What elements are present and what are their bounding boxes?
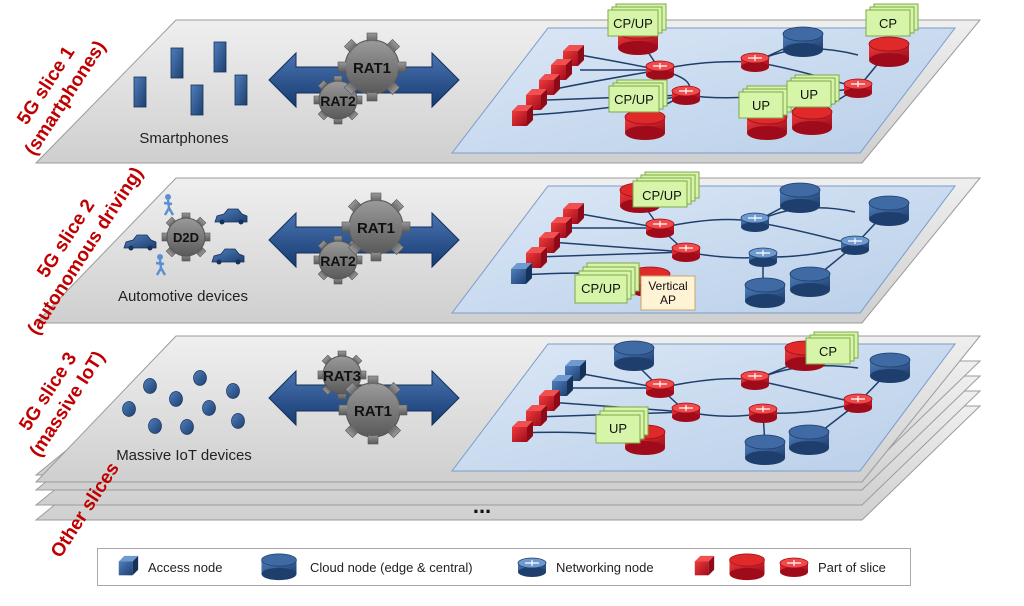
smartphone-icon [190, 84, 204, 116]
networking-node-icon [671, 85, 701, 106]
slice-1-up-box-1: UP [738, 85, 792, 119]
networking-node-icon [843, 393, 873, 414]
d2d-label: D2D [173, 230, 199, 245]
svg-text:CP: CP [819, 344, 837, 359]
svg-text:UP: UP [800, 87, 818, 102]
networking-node-icon [748, 247, 778, 268]
access-node-icon [512, 105, 533, 126]
cloud-node-icon [869, 352, 911, 384]
slice-1-cp-box: CP [865, 3, 919, 37]
smartphone-icon [213, 41, 227, 73]
cloud-node-icon [788, 424, 830, 456]
legend-part-of-slice: Part of slice [692, 549, 886, 585]
access-node-icon [512, 421, 533, 442]
slice-2-cpup-box-top: CP/UP [632, 171, 700, 208]
slice-1-up-box-2: UP [786, 74, 840, 108]
legend: Access node Cloud node (edge & central) … [97, 548, 911, 586]
cloud-node-icon [744, 434, 786, 466]
legend-access-node: Access node [116, 549, 222, 585]
cloud-node-icon [729, 553, 765, 581]
cloud-node-icon [261, 553, 297, 581]
svg-text:UP: UP [609, 421, 627, 436]
svg-text:CP/UP: CP/UP [581, 281, 621, 296]
networking-node-icon [517, 557, 547, 578]
access-node-icon [694, 555, 715, 576]
cloud-node-icon [868, 36, 910, 68]
slice-3-links [520, 357, 891, 446]
networking-node-icon [748, 403, 778, 424]
networking-node-icon [671, 242, 701, 263]
slice-3-cp-box: CP [805, 331, 859, 365]
slice-3-up-box: UP [595, 406, 649, 444]
smartphone-icon [234, 74, 248, 106]
slice-1-cpup-box-mid: CP/UP [608, 79, 668, 113]
slice-3-rat-primary: RAT1 [354, 403, 392, 420]
slice-2-devices-label: Automotive devices [118, 288, 248, 305]
svg-text:UP: UP [752, 98, 770, 113]
iot-device-icon [122, 401, 136, 417]
access-node-icon [511, 263, 532, 284]
slice-1-devices-label: Smartphones [139, 130, 228, 147]
iot-device-icon [231, 413, 245, 429]
networking-node-icon [779, 557, 809, 578]
iot-device-icon [202, 400, 216, 416]
access-node-icon [118, 555, 139, 576]
networking-node-icon [740, 212, 770, 233]
networking-node-icon [843, 78, 873, 99]
networking-node-icon [645, 378, 675, 399]
cloud-node-icon [789, 266, 831, 298]
slice-2-links [519, 197, 886, 290]
iot-device-icon [180, 419, 194, 435]
svg-text:CP: CP [879, 16, 897, 31]
networking-node-icon [645, 218, 675, 239]
cloud-node-icon [868, 195, 910, 227]
svg-text:AP: AP [660, 293, 676, 307]
cloud-node-icon [791, 104, 833, 136]
slice-2-rat-primary: RAT1 [357, 220, 395, 237]
iot-device-icon [226, 383, 240, 399]
ellipsis: ... [473, 493, 491, 518]
slice-1-rat-secondary: RAT2 [320, 93, 356, 109]
svg-text:CP/UP: CP/UP [642, 188, 682, 203]
networking-node-icon [840, 235, 870, 256]
vertical-ap-box: Vertical AP [640, 275, 696, 311]
iot-device-icon [148, 418, 162, 434]
slice-1-cpup-box-top: CP/UP [607, 3, 667, 37]
slice-3-rat-secondary: RAT3 [323, 368, 361, 385]
legend-cloud-node: Cloud node (edge & central) [256, 549, 473, 585]
svg-text:CP/UP: CP/UP [614, 92, 654, 107]
networking-node-icon [645, 60, 675, 81]
svg-text:CP/UP: CP/UP [613, 16, 653, 31]
cloud-node-icon [744, 277, 786, 309]
slice-3-devices-label: Massive IoT devices [116, 447, 252, 464]
cloud-node-icon [613, 340, 655, 372]
legend-networking-node: Networking node [516, 549, 654, 585]
slice-2-rat-secondary: RAT2 [320, 253, 356, 269]
cloud-node-icon [624, 109, 666, 141]
networking-node-icon [740, 370, 770, 391]
cloud-node-icon [782, 26, 824, 58]
svg-text:Vertical: Vertical [648, 279, 687, 293]
iot-device-icon [143, 378, 157, 394]
cloud-node-icon [779, 182, 821, 214]
smartphone-icon [170, 47, 184, 79]
networking-node-icon [671, 402, 701, 423]
iot-device-icon [169, 391, 183, 407]
networking-node-icon [740, 52, 770, 73]
slice-2-cpup-box-bottom: CP/UP [574, 262, 640, 304]
smartphone-icon [133, 76, 147, 108]
slice-1-rat-primary: RAT1 [353, 60, 391, 77]
iot-device-icon [193, 370, 207, 386]
